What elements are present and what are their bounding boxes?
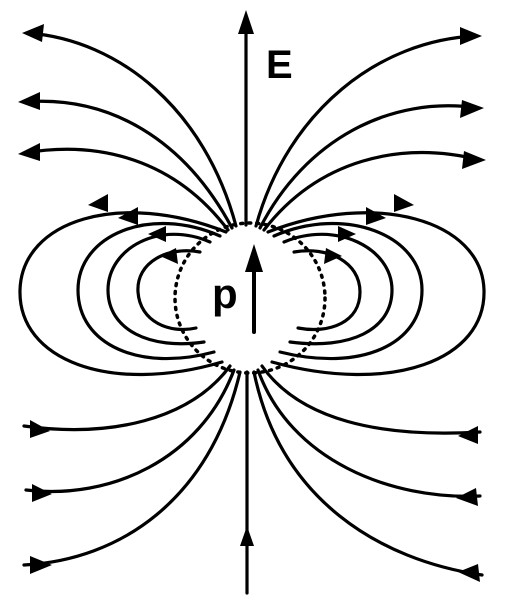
field-line-open-ll-1 [22, 364, 232, 432]
field-loop-right-1 [266, 211, 486, 377]
field-line-open-ur-3 [262, 151, 482, 232]
field-line-open-lr-3 [252, 370, 484, 577]
arrow-lr-2-icon [456, 488, 478, 506]
arrow-loop-right-3-icon [338, 226, 356, 242]
field-loop-left-2 [76, 221, 222, 361]
arrow-loop-left-3-icon [148, 226, 166, 242]
arrow-ur-3-icon [462, 151, 486, 169]
arrow-ll-1-icon [30, 420, 50, 438]
field-loop-right-3 [282, 232, 394, 346]
field-line-open-ul-2 [22, 99, 234, 230]
field-line-open-ll-2 [24, 368, 236, 494]
arrow-ur-2-icon [460, 100, 484, 118]
arrow-loop-left-2-icon [118, 207, 138, 225]
dipole-moment-arrow-icon [245, 244, 263, 272]
arrow-ul-1-icon [22, 24, 44, 42]
arrow-ul-2-icon [18, 92, 40, 110]
arrow-loop-left-1-icon [88, 194, 108, 212]
arrow-loop-right-1-icon [394, 194, 414, 212]
arrow-axis-bottom-icon [240, 526, 254, 546]
field-loop-left-3 [106, 232, 212, 346]
arrow-lr-3-icon [458, 564, 480, 582]
field-line-open-ur-1 [254, 34, 478, 228]
field-line-open-ul-3 [22, 147, 230, 232]
arrow-ll-3-icon [30, 556, 52, 574]
arrow-ur-1-icon [460, 27, 482, 45]
field-line-open-ul-1 [26, 31, 238, 228]
field-loop-left-4 [136, 249, 202, 332]
arrow-lr-1-icon [458, 426, 478, 444]
field-line-open-lr-1 [260, 364, 482, 435]
dipole-label-p: p [212, 270, 238, 317]
field-line-open-ll-3 [22, 370, 242, 567]
arrow-loop-right-4-icon [324, 248, 342, 264]
arrow-loop-right-2-icon [366, 207, 386, 225]
field-loop-right-4 [292, 249, 362, 332]
field-label-E: E [266, 43, 293, 87]
arrow-ul-3-icon [18, 143, 40, 161]
field-line-open-lr-2 [256, 368, 482, 498]
dipole-sphere-boundary [173, 221, 327, 375]
arrow-ll-2-icon [32, 484, 52, 502]
arrow-axis-top-icon [238, 10, 254, 34]
field-line-open-ur-2 [258, 104, 480, 230]
field-loop-right-2 [272, 221, 424, 361]
arrow-loop-left-4-icon [160, 248, 178, 264]
